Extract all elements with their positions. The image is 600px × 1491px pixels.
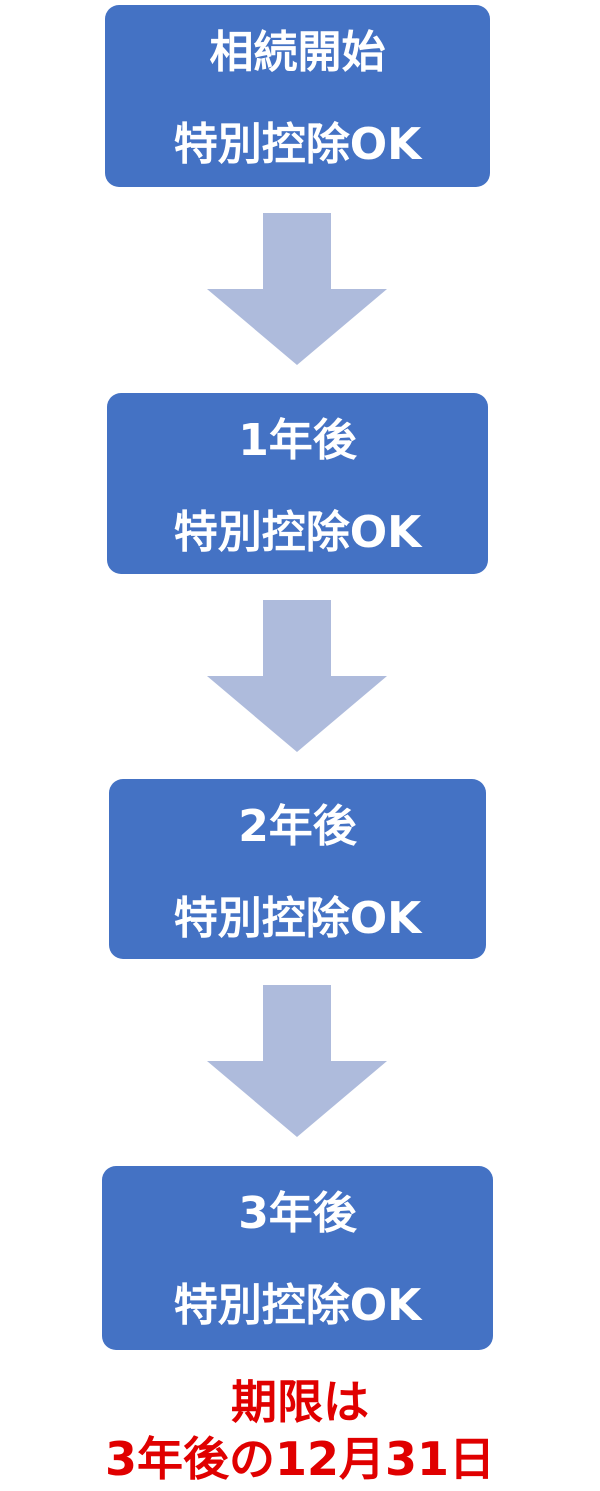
step-status: 特別控除OK: [173, 893, 422, 944]
deadline-line-2: 3年後の12月31日: [104, 1432, 496, 1486]
step-title: 相続開始: [209, 27, 386, 78]
step-box-year-2: 2年後 特別控除OK: [109, 779, 486, 959]
step-title: 2年後: [238, 801, 357, 852]
deadline-line-1: 期限は: [231, 1375, 369, 1429]
step-box-year-1: 1年後 特別控除OK: [107, 393, 488, 574]
step-status: 特別控除OK: [173, 119, 422, 170]
step-title: 1年後: [238, 415, 357, 466]
step-box-start: 相続開始 特別控除OK: [105, 5, 490, 187]
step-status: 特別控除OK: [173, 507, 422, 558]
down-arrow-icon: [207, 213, 387, 365]
step-box-year-3: 3年後 特別控除OK: [102, 1166, 493, 1350]
step-status: 特別控除OK: [173, 1280, 422, 1331]
step-title: 3年後: [238, 1188, 357, 1239]
down-arrow-icon: [207, 600, 387, 752]
down-arrow-icon: [207, 985, 387, 1137]
